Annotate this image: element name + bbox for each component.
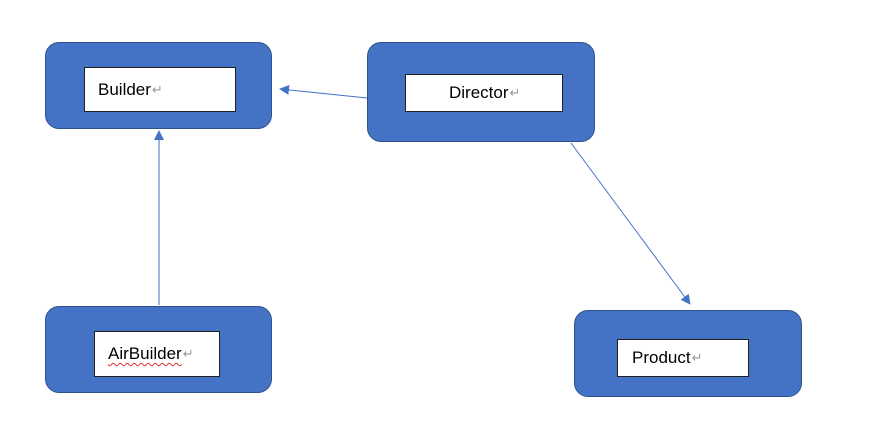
director-label-box: Director↵ bbox=[405, 74, 563, 112]
paragraph-mark-icon: ↵ bbox=[182, 346, 194, 361]
paragraph-mark-icon: ↵ bbox=[509, 85, 521, 100]
director-label: Director bbox=[449, 83, 509, 102]
product-label-box: Product↵ bbox=[617, 339, 749, 377]
product-label: Product bbox=[632, 348, 691, 367]
paragraph-mark-icon: ↵ bbox=[151, 81, 163, 97]
builder-label-box: Builder↵ bbox=[84, 67, 236, 112]
director-node[interactable]: Director↵ bbox=[367, 42, 595, 142]
builder-node[interactable]: Builder↵ bbox=[45, 42, 272, 129]
builder-label: Builder bbox=[98, 79, 151, 99]
airbuilder-label-box: AirBuilder↵ bbox=[94, 331, 220, 377]
product-node[interactable]: Product↵ bbox=[574, 310, 802, 397]
arrow-director-to-product bbox=[570, 142, 691, 305]
paragraph-mark-icon: ↵ bbox=[691, 350, 703, 365]
arrow-director-to-builder bbox=[279, 84, 368, 99]
airbuilder-node[interactable]: AirBuilder↵ bbox=[45, 306, 272, 393]
airbuilder-label: AirBuilder bbox=[108, 344, 182, 363]
